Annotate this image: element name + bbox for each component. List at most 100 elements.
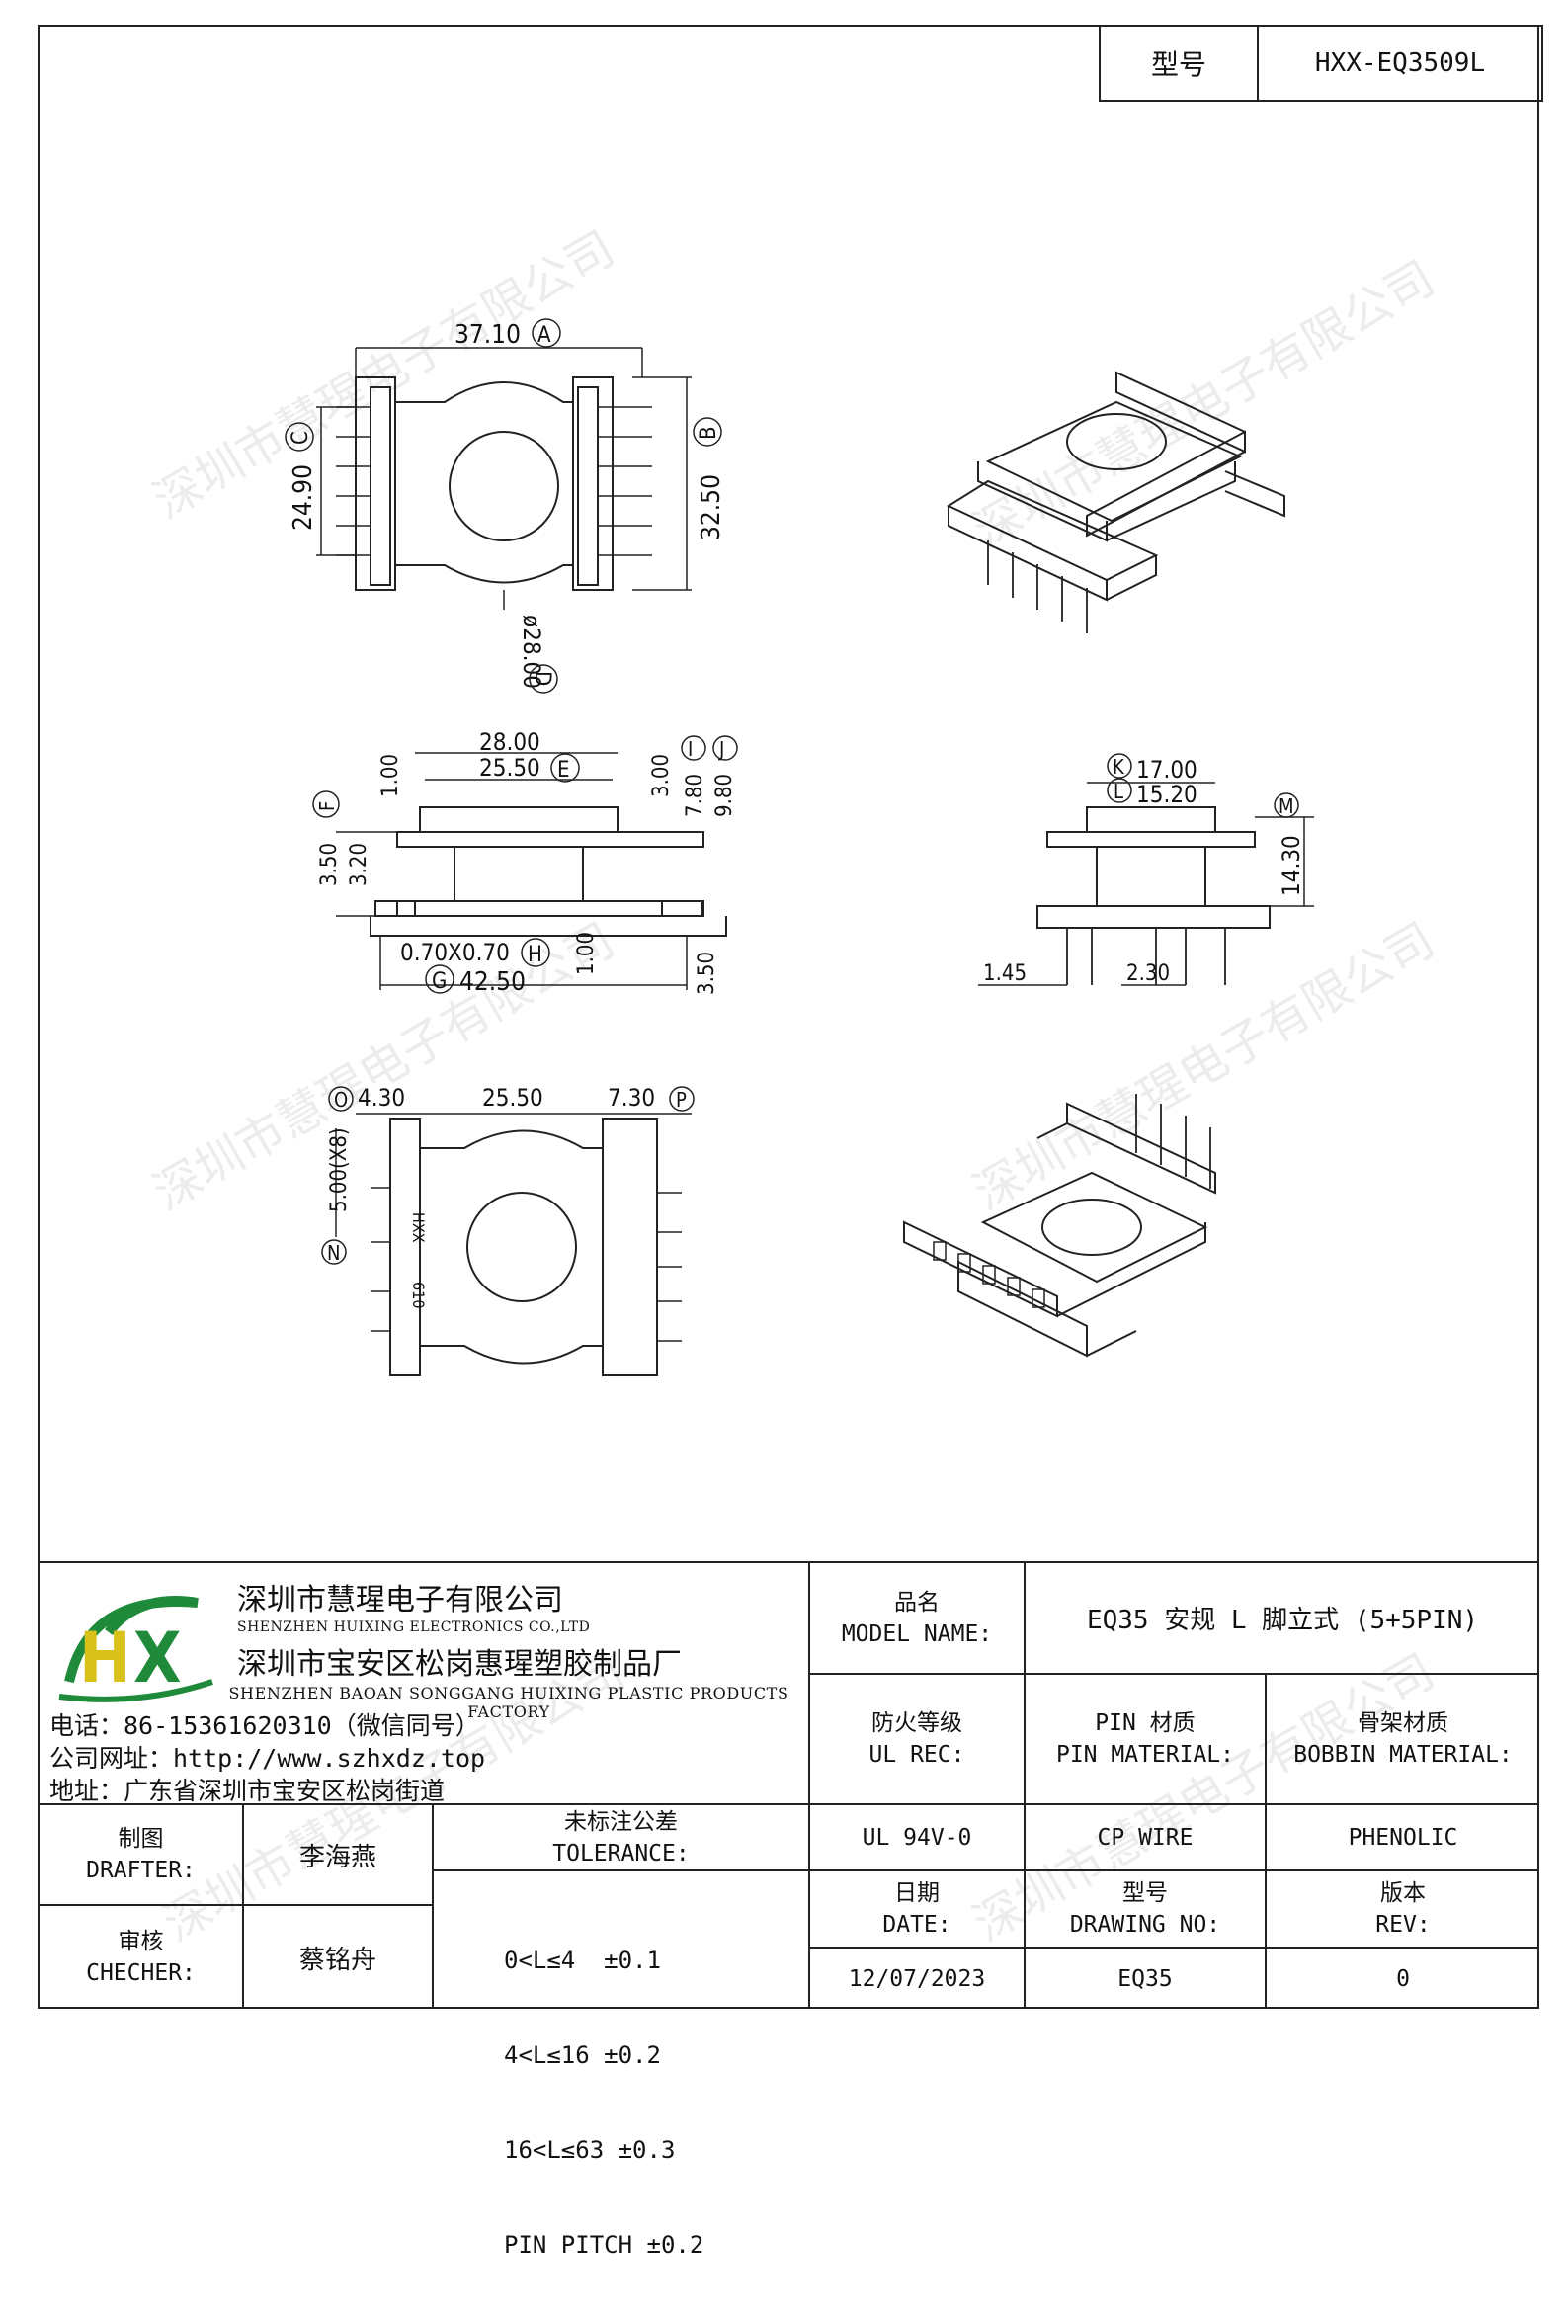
mark-1: HXX xyxy=(409,1212,428,1243)
dim-n: 5.00(X8) xyxy=(327,1127,352,1212)
tag-j: J xyxy=(718,737,724,761)
dim-d-value: ø28.00 xyxy=(518,615,545,689)
rev-value: 0 xyxy=(1396,1965,1410,1992)
dim-780: 7.80 xyxy=(683,774,707,817)
dim-b-tag: B xyxy=(697,426,721,440)
tag-i: I xyxy=(688,737,693,761)
ul-value: UL 94V-0 xyxy=(862,1824,972,1851)
company-website: 公司网址：http://www.szhxdz.top xyxy=(49,1744,486,1773)
tag-k: K xyxy=(1113,755,1125,779)
drafter-label: 制图 DRAFTER: xyxy=(40,1805,242,1904)
tolerance-line: 16<L≤63 ±0.3 xyxy=(504,2136,676,2164)
company-phone: 电话：86-15361620310（微信同号） xyxy=(49,1711,480,1740)
dim-3: 3.00 xyxy=(649,754,674,797)
tolerance-label-en: TOLERANCE: xyxy=(552,1840,690,1867)
isometric-view-bottom xyxy=(903,1094,1216,1358)
svg-text:H: H xyxy=(79,1618,131,1699)
header-model-label: 型号 xyxy=(1101,27,1259,100)
grid-line xyxy=(808,1947,1539,1949)
header-model-box: 型号 HXX-EQ3509L xyxy=(1099,25,1543,102)
tag-n: N xyxy=(327,1241,340,1265)
bobbin-material-label-cn: 骨架材质 xyxy=(1358,1710,1448,1736)
date-label-cn: 日期 xyxy=(894,1880,940,1906)
checker-label-cn: 审核 xyxy=(118,1929,164,1954)
pin-material-label: PIN 材质 PIN MATERIAL: xyxy=(1026,1675,1265,1803)
drafter-label-en: DRAFTER: xyxy=(86,1858,196,1883)
rev-label: 版本 REV: xyxy=(1267,1871,1539,1947)
bobbin-material-label: 骨架材质 BOBBIN MATERIAL: xyxy=(1267,1675,1539,1803)
tag-f: F xyxy=(315,801,339,811)
tag-h: H xyxy=(528,943,542,967)
date-label-en: DATE: xyxy=(882,1912,951,1938)
header-model-value: HXX-EQ3509L xyxy=(1314,48,1486,78)
ul-label: 防火等级 UL REC: xyxy=(810,1675,1024,1803)
isometric-view-top xyxy=(946,371,1285,633)
model-name-label: 品名 MODEL NAME: xyxy=(810,1563,1024,1673)
grid-line xyxy=(432,1869,809,1871)
checker-label: 审核 CHECHER: xyxy=(40,1906,242,2009)
bobbin-material-value: PHENOLIC xyxy=(1348,1824,1458,1851)
checker-label-en: CHECHER: xyxy=(86,1960,196,1986)
dim-width: 42.50 xyxy=(459,967,526,997)
bobbin-material-label-en: BOBBIN MATERIAL: xyxy=(1293,1742,1513,1768)
dim-o: 4.30 xyxy=(358,1084,405,1112)
bottom-view: O 4.30 25.50 7.30 P 5.00(X xyxy=(321,1084,695,1376)
tolerance-line: PIN PITCH ±0.2 xyxy=(504,2231,704,2259)
rev-label-cn: 版本 xyxy=(1380,1880,1426,1906)
tolerance-label-cn: 未标注公差 xyxy=(564,1808,678,1835)
side-view: 28.00 25.50 E 42.50 G 0.70X0.70 H 1.00 3… xyxy=(312,728,738,997)
dim-350b: 3.50 xyxy=(695,952,719,995)
dim-d-tag: D xyxy=(530,671,554,686)
drawing-sheet: 型号 HXX-EQ3509L 深圳市慧瑆电子有限公司 深圳市慧瑆电子有限公司 深… xyxy=(38,25,1543,2259)
grid-line xyxy=(242,1803,244,2009)
dim-320: 3.20 xyxy=(347,843,371,886)
drawing-no-label-en: DRAWING NO: xyxy=(1069,1912,1221,1938)
tolerance-line: 4<L≤16 ±0.2 xyxy=(504,2041,661,2069)
drafter-label-cn: 制图 xyxy=(118,1826,164,1852)
grid-line xyxy=(808,1673,1539,1675)
rev-label-en: REV: xyxy=(1375,1912,1431,1938)
dim-mid: 25.50 xyxy=(482,1084,543,1112)
end-view: 17.00 K 15.20 L 14.30 M xyxy=(978,753,1314,986)
top-view: 37.10 A 32.50 B xyxy=(285,318,726,694)
grid-line xyxy=(808,1869,1539,1871)
drawing-no-value: EQ35 xyxy=(1117,1965,1173,1992)
factory-name-en: SHENZHEN BAOAN SONGGANG HUIXING PLASTIC … xyxy=(228,1684,789,1721)
dim-p: 7.30 xyxy=(608,1084,655,1112)
drawing-no-label-cn: 型号 xyxy=(1122,1880,1168,1906)
model-name-value: EQ35 安规 L 脚立式 (5+5PIN) xyxy=(1086,1606,1479,1635)
tag-m: M xyxy=(1279,794,1294,818)
tag-l: L xyxy=(1114,780,1123,803)
grid-line xyxy=(38,1803,1539,1805)
grid-line xyxy=(38,1904,433,1906)
grid-line xyxy=(1024,1561,1026,2009)
company-name-cn: 深圳市慧瑆电子有限公司 xyxy=(237,1583,563,1618)
title-block-top-border xyxy=(38,1561,1539,1563)
pin-material-label-cn: PIN 材质 xyxy=(1095,1710,1196,1736)
tag-o: O xyxy=(334,1088,348,1112)
date-label: 日期 DATE: xyxy=(810,1871,1024,1947)
ul-label-en: UL REC: xyxy=(868,1742,965,1768)
svg-text:X: X xyxy=(133,1618,182,1699)
dim-980: 9.80 xyxy=(712,774,737,817)
dim-a-tag: A xyxy=(537,323,551,348)
pin-material-label-en: PIN MATERIAL: xyxy=(1055,1742,1234,1768)
dim-c-tag: C xyxy=(289,431,313,445)
checker-value: 蔡铭舟 xyxy=(298,1945,376,1975)
dim-100b: 1.00 xyxy=(574,932,599,975)
factory-name-cn: 深圳市宝安区松岗惠瑆塑胶制品厂 xyxy=(237,1647,682,1682)
dim-k: 17.00 xyxy=(1136,756,1197,784)
grid-line xyxy=(808,1561,810,2009)
tolerance-table: 0<L≤4 ±0.1 4<L≤16 ±0.2 16<L≤63 ±0.3 PIN … xyxy=(504,1881,703,2324)
dim-b-value: 32.50 xyxy=(697,474,726,540)
dim-350: 3.50 xyxy=(317,843,342,886)
grid-line xyxy=(1265,1673,1267,2009)
tag-e: E xyxy=(557,758,570,783)
dim-l: 15.20 xyxy=(1136,781,1197,808)
company-address: 地址：广东省深圳市宝安区松岗街道 xyxy=(49,1777,446,1805)
technical-drawing: 37.10 A 32.50 B xyxy=(285,318,1314,1376)
company-logo: H X xyxy=(49,1573,222,1711)
tolerance-label: 未标注公差 TOLERANCE: xyxy=(434,1805,808,1869)
dim-1: 1.00 xyxy=(378,754,403,797)
dim-a-value: 37.10 xyxy=(454,320,521,350)
